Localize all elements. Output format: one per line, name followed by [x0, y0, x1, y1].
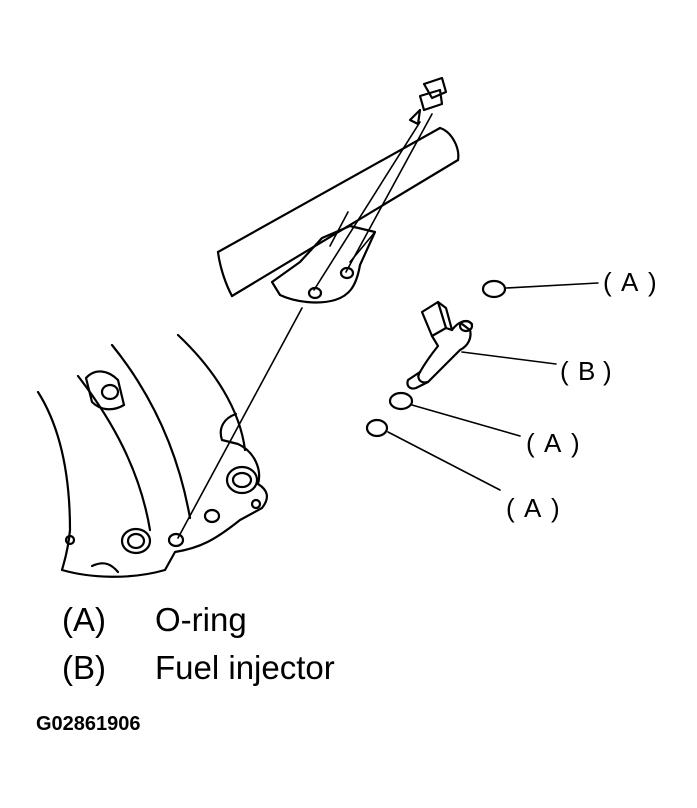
svg-text:A: A — [544, 428, 564, 458]
svg-text:A: A — [524, 493, 544, 523]
o-ring — [365, 418, 389, 438]
svg-text:A: A — [621, 267, 641, 297]
legend-key: (B) — [62, 649, 106, 686]
assembly-line — [177, 307, 303, 539]
o-ring — [481, 279, 507, 299]
mounting-bolt — [313, 76, 448, 291]
svg-text:): ) — [571, 428, 583, 458]
leader-line — [461, 351, 557, 365]
fuel-rail — [216, 126, 460, 304]
legend-description: Fuel injector — [155, 649, 335, 686]
legend-key: (A) — [62, 601, 106, 638]
svg-text:): ) — [648, 267, 660, 297]
figure-id: G02861906 — [36, 713, 141, 735]
svg-text:(: ( — [603, 267, 615, 297]
svg-text:): ) — [551, 493, 563, 523]
intake-manifold — [36, 333, 268, 578]
callout-label: ( A ) — [506, 493, 563, 523]
leader-line — [505, 282, 599, 289]
callout-label: ( A ) — [603, 267, 660, 297]
svg-text:(: ( — [526, 428, 538, 458]
o-ring — [388, 391, 414, 411]
fuel-injector — [406, 300, 474, 390]
leader-line — [411, 404, 521, 437]
svg-text:B: B — [578, 356, 598, 386]
svg-text:(: ( — [506, 493, 518, 523]
legend-description: O-ring — [155, 601, 247, 638]
callout-label: ( A ) — [526, 428, 583, 458]
svg-text:): ) — [603, 356, 615, 386]
callout-label: ( B ) — [560, 356, 615, 386]
leader-line — [387, 431, 501, 491]
svg-text:(: ( — [560, 356, 572, 386]
